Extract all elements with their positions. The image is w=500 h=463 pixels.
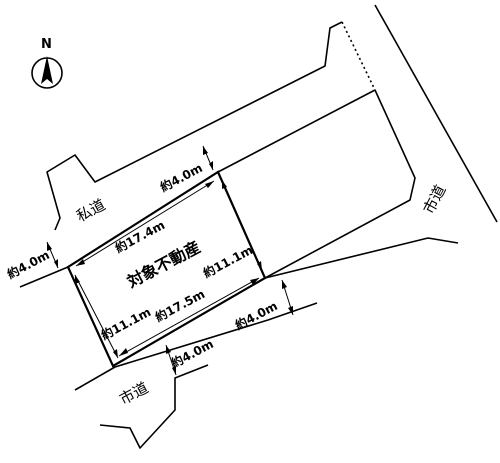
road-lines bbox=[19, 4, 498, 449]
dim-right-edge-arrow bbox=[221, 179, 263, 271]
dim-bottom-edge-arrow bbox=[118, 277, 260, 357]
city-road-right-edge bbox=[374, 4, 498, 223]
north-arrow-icon bbox=[31, 56, 63, 89]
dim-top-edge-arrow bbox=[75, 180, 215, 267]
dim-bottom-road-label: 約4.0m bbox=[168, 336, 215, 371]
private-road-upper-edge bbox=[46, 21, 343, 231]
subject-parcel bbox=[66, 170, 267, 368]
north-label: N bbox=[41, 37, 52, 52]
dotted-extension bbox=[341, 21, 376, 91]
arrow-heads bbox=[47, 146, 293, 375]
dim-private-road-label: 約4.0m bbox=[157, 160, 204, 195]
private-road-label: 私道 bbox=[73, 196, 108, 226]
dim-right-road-label: 約4.0m bbox=[232, 298, 279, 333]
city-road-lower-right-edge bbox=[264, 237, 459, 279]
city-road-bottom-label: 市道 bbox=[116, 379, 151, 409]
bottom-curb bbox=[99, 364, 209, 449]
dim-bottom-edge-label: 約17.5m bbox=[152, 286, 207, 325]
dim-right-edge-label: 約11.1m bbox=[200, 242, 255, 281]
private-road-lower-edge bbox=[19, 266, 69, 288]
neighbor-boundary bbox=[217, 89, 376, 173]
dim-left-edge-arrow bbox=[74, 274, 119, 359]
right-block-edge bbox=[264, 89, 416, 279]
dim-left-edge-label: 約11.1m bbox=[98, 304, 153, 343]
city-road-right-label: 市道 bbox=[420, 182, 450, 217]
